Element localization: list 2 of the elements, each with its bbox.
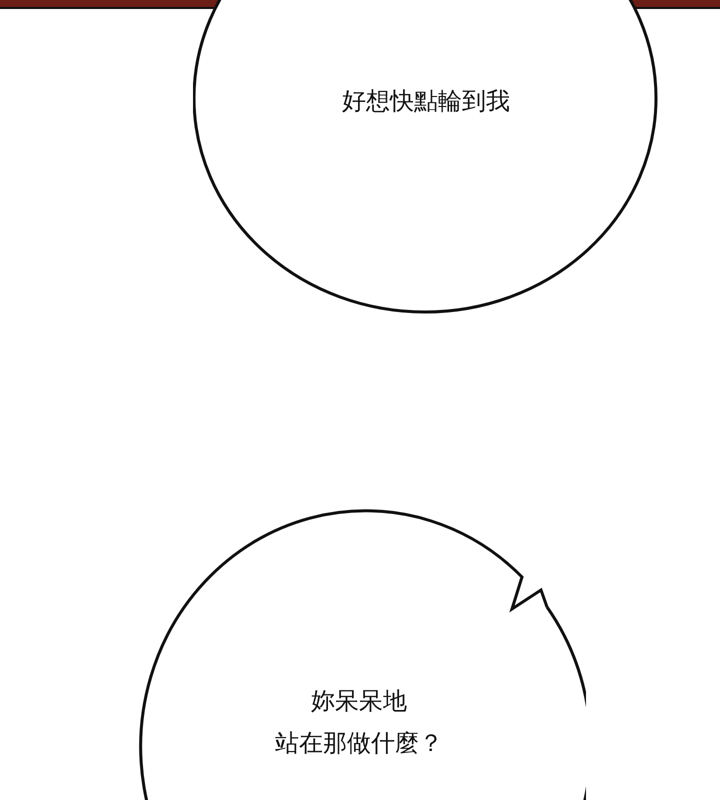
speech-text: 妳呆呆地站在那做什麼？ bbox=[275, 686, 443, 759]
speech-text: 好想快點輪到我 bbox=[342, 86, 510, 117]
